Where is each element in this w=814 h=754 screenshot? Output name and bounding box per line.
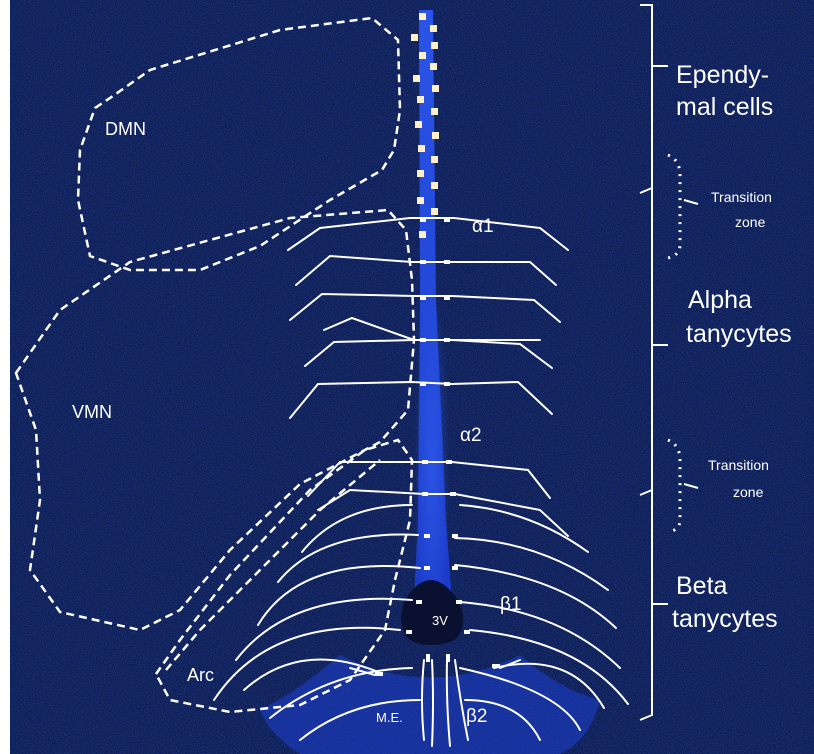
alpha-tanycytes-line1: Alpha — [688, 286, 752, 314]
vmn-label: VMN — [72, 402, 112, 422]
ependymal-label-line2: mal cells — [676, 93, 773, 121]
beta1-label: β1 — [500, 594, 522, 615]
arc-label: Arc — [187, 665, 214, 685]
median-eminence-label: M.E. — [376, 710, 403, 725]
alpha2-label: α2 — [460, 425, 482, 446]
dmn-label: DMN — [105, 119, 146, 139]
transition-zone-1-line1: Transition — [711, 189, 772, 205]
beta-tanycytes-line1: Beta — [676, 572, 728, 600]
alpha-tanycytes-line2: tanycytes — [686, 320, 792, 348]
transition-zone-1-line2: zone — [735, 214, 766, 230]
beta-tanycytes-line2: tanycytes — [672, 605, 778, 633]
beta2-label: β2 — [466, 706, 488, 727]
third-ventricle-label: 3V — [432, 613, 448, 628]
ependymal-label-line1: Ependy- — [676, 61, 769, 89]
alpha1-label: α1 — [472, 216, 494, 237]
transition-zone-2-line1: Transition — [708, 457, 769, 473]
transition-zone-2-line2: zone — [733, 484, 764, 500]
